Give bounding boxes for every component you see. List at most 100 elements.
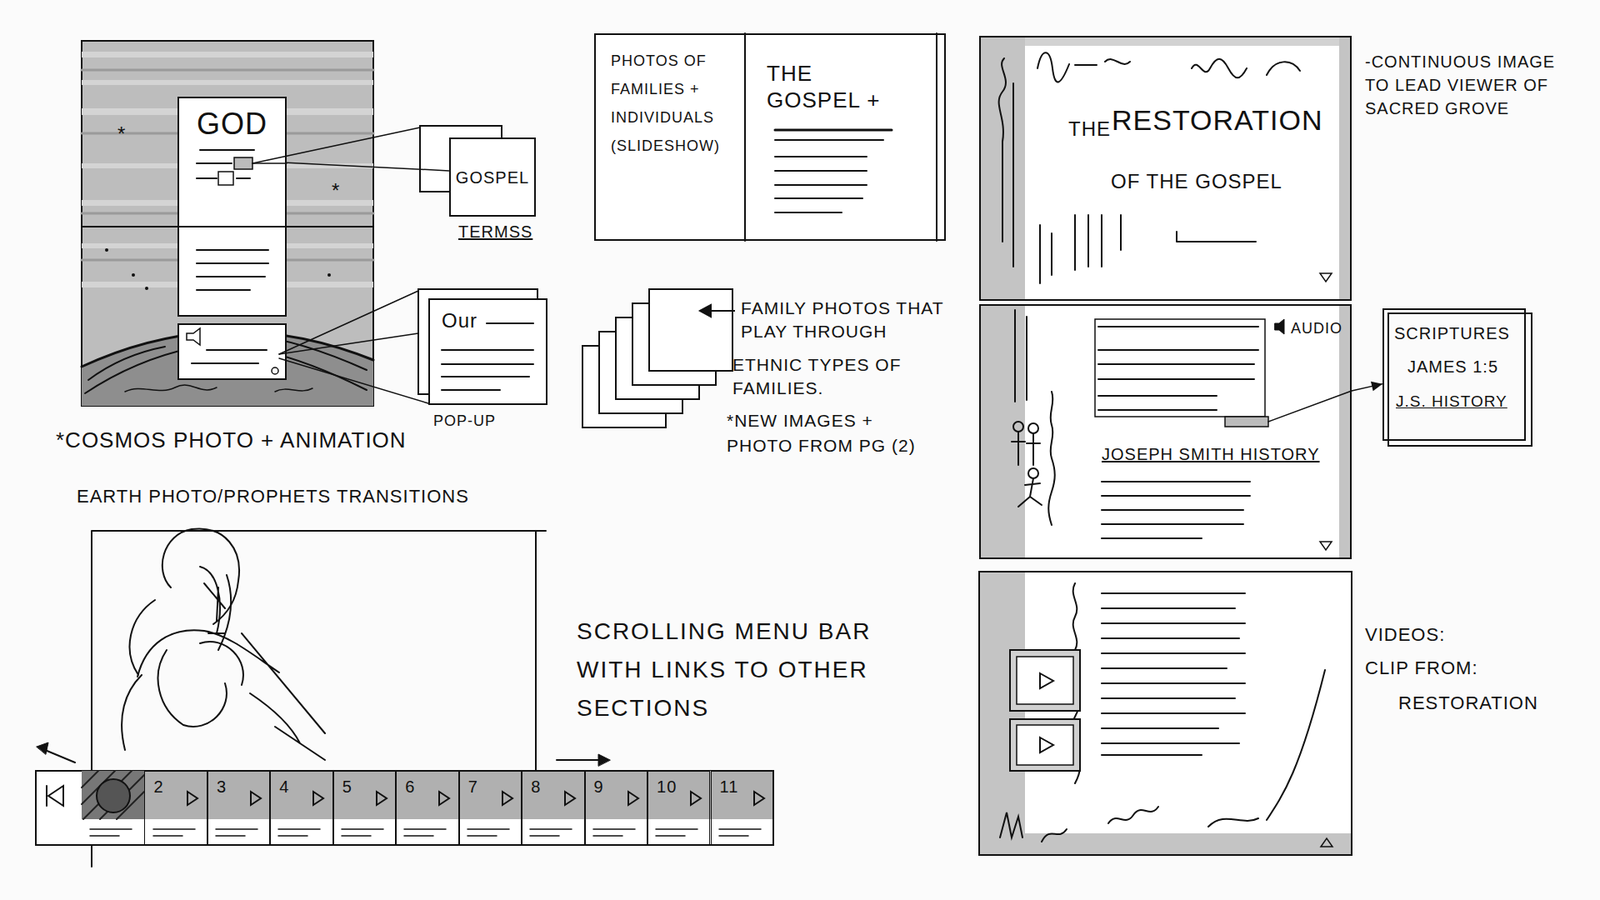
node-text: 7 <box>468 776 479 798</box>
node-text: 11 <box>720 776 740 798</box>
web-panels <box>1048 391 1055 525</box>
menu-cell: 9 <box>585 770 648 845</box>
web-panels <box>1037 52 1300 82</box>
slideshow-sketch <box>775 184 867 186</box>
title-panel: THERESTORATIONOF THE GOSPEL <box>979 35 1352 301</box>
node-text: SCRIPTURES <box>1394 323 1510 345</box>
scripture-backing <box>1388 313 1532 446</box>
slideshow-sketch <box>775 155 867 158</box>
menu-bar <box>45 750 75 763</box>
web-panels <box>1018 478 1042 507</box>
popup-sketch <box>441 363 534 365</box>
node-text: 3 <box>216 776 227 798</box>
page-card-sketch <box>234 157 253 170</box>
web-panels <box>1013 421 1024 432</box>
popup-sketch <box>252 127 420 164</box>
menu-cell: 6 <box>395 770 459 845</box>
web-panels <box>1098 326 1259 410</box>
slideshow-sketch <box>594 33 946 241</box>
page-card-sketch <box>236 177 250 180</box>
scripture-box: SCRIPTURESJAMES 1:5J.S. HISTORY <box>1382 308 1526 441</box>
slideshow-sketch <box>775 197 863 200</box>
menu-bar <box>81 770 774 820</box>
annotation: CLIP FROM: <box>1365 656 1479 680</box>
slideshow-sketch <box>744 33 746 241</box>
popup-sketch <box>279 358 429 404</box>
web-panels <box>1040 215 1256 284</box>
page-card-sketch <box>196 177 217 180</box>
web-panels <box>1028 468 1039 479</box>
annotation: SCROLLING MENU BAR WITH LINKS TO OTHER S… <box>576 612 877 728</box>
popup-sketch <box>486 322 534 325</box>
page-card-sketch <box>218 171 234 185</box>
node-text: RESTORATION <box>1111 102 1323 139</box>
menu-bar <box>90 829 761 836</box>
web-panels <box>979 35 1352 855</box>
web-panels <box>1275 319 1285 335</box>
slideshow-sketch <box>594 33 946 241</box>
menu-cell: 5 <box>333 770 396 845</box>
popup-sketch <box>279 333 419 355</box>
cosmos-panel <box>81 40 374 406</box>
annotation: * <box>331 178 340 204</box>
web-panels <box>980 833 1351 855</box>
page-card-sketch <box>196 162 232 165</box>
page-card-sketch <box>191 362 259 365</box>
earth-sketch <box>275 388 313 392</box>
menu-cell: 4 <box>270 770 333 845</box>
arrowhead <box>1370 381 1383 392</box>
page-card-sketch <box>178 324 286 380</box>
popup-sketch <box>252 125 548 405</box>
node-text: 8 <box>530 776 541 798</box>
slideshow-spread: PHOTOS OF FAMILIES + INDIVIDUALS (SLIDES… <box>594 33 946 241</box>
menu-bar <box>46 785 64 806</box>
node-text: THE <box>1068 116 1111 142</box>
photo-stack <box>708 310 735 312</box>
video-frame-sketch <box>121 600 325 760</box>
connector-line <box>286 162 450 171</box>
menu-cell: 11 <box>710 770 774 845</box>
node-text: JAMES 1:5 <box>1407 356 1499 378</box>
popup-sketch <box>441 349 534 351</box>
page-card-sketch <box>196 289 250 291</box>
node-text: THE GOSPEL + <box>766 60 892 114</box>
photo-stack <box>649 289 733 371</box>
annotation: *COSMOS PHOTO + ANIMATION <box>55 426 448 455</box>
menu-bar <box>81 770 145 820</box>
node-text: 9 <box>594 776 605 798</box>
node-text: PHOTOS OF FAMILIES + INDIVIDUALS (SLIDES… <box>610 46 743 160</box>
menu-cell: 3 <box>207 770 270 845</box>
popup-sketch <box>279 290 419 355</box>
annotation: * <box>117 121 126 147</box>
photo-stack <box>582 289 735 428</box>
node-text: 6 <box>405 776 415 798</box>
slideshow-sketch <box>775 139 884 141</box>
popup-sketch <box>252 162 287 165</box>
node-text: AUDIO <box>1290 319 1343 339</box>
page-card-sketch <box>196 275 265 278</box>
menu-bar <box>556 759 600 761</box>
earth-sketch <box>125 385 217 392</box>
menu-bar <box>35 742 774 845</box>
cosmos-panel <box>145 286 149 290</box>
menu-cell: 7 <box>459 770 522 845</box>
cosmos-panel <box>81 80 374 85</box>
page-card-sketch <box>177 96 287 317</box>
page-card-sketch <box>177 96 287 380</box>
node-text: 4 <box>279 776 290 798</box>
cosmos-panel <box>81 40 374 406</box>
page-card-sketch <box>200 149 255 151</box>
menu-bar <box>36 742 49 755</box>
node-text: 5 <box>342 776 353 798</box>
popup-sketch <box>441 375 530 378</box>
cosmos-panel <box>105 248 109 252</box>
web-panels <box>979 35 1025 301</box>
popup-sketch <box>428 298 548 405</box>
web-panels <box>1339 35 1352 301</box>
scripture-backing <box>1388 313 1532 446</box>
node-text: 10 <box>656 776 677 798</box>
annotation: FAMILY PHOTOS THAT PLAY THROUGH <box>740 296 954 344</box>
annotation: ETHNIC TYPES OF FAMILIES. <box>732 353 945 400</box>
web-panels <box>999 58 1014 267</box>
